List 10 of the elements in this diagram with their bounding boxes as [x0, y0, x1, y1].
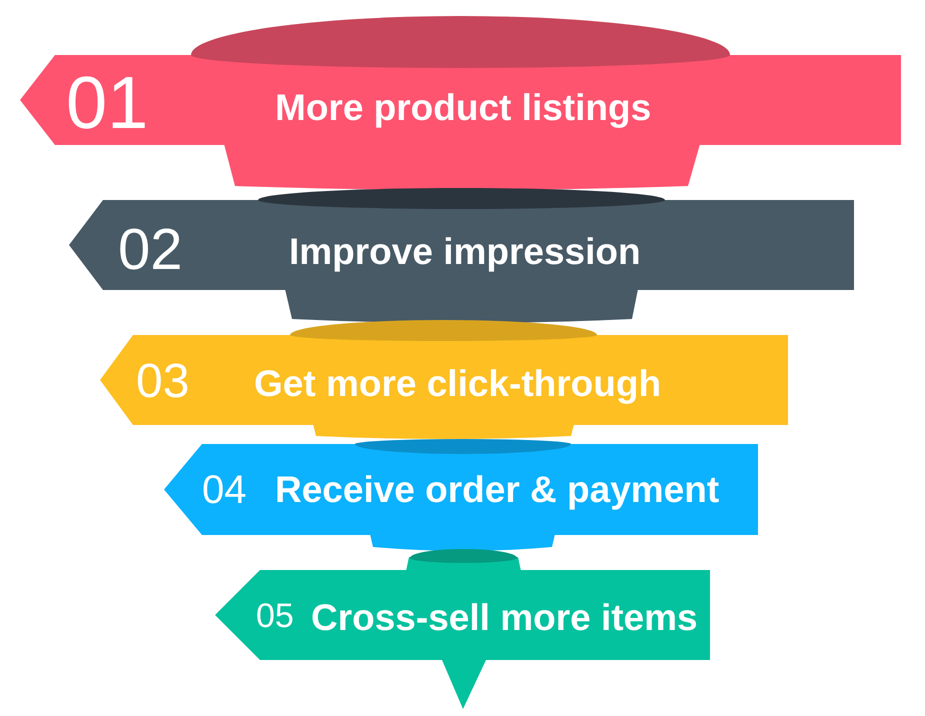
step-number: 01: [66, 62, 148, 144]
step-number: 05: [256, 598, 294, 636]
step-label: Receive order & payment: [275, 470, 720, 510]
step-label: Improve impression: [289, 232, 641, 272]
step-number: 02: [118, 218, 183, 282]
step-label: More product listings: [275, 88, 652, 128]
step-label: Cross-sell more items: [311, 598, 698, 638]
step-number: 03: [136, 356, 190, 408]
step-label: Get more click-through: [254, 364, 662, 404]
step-number: 04: [202, 468, 246, 512]
